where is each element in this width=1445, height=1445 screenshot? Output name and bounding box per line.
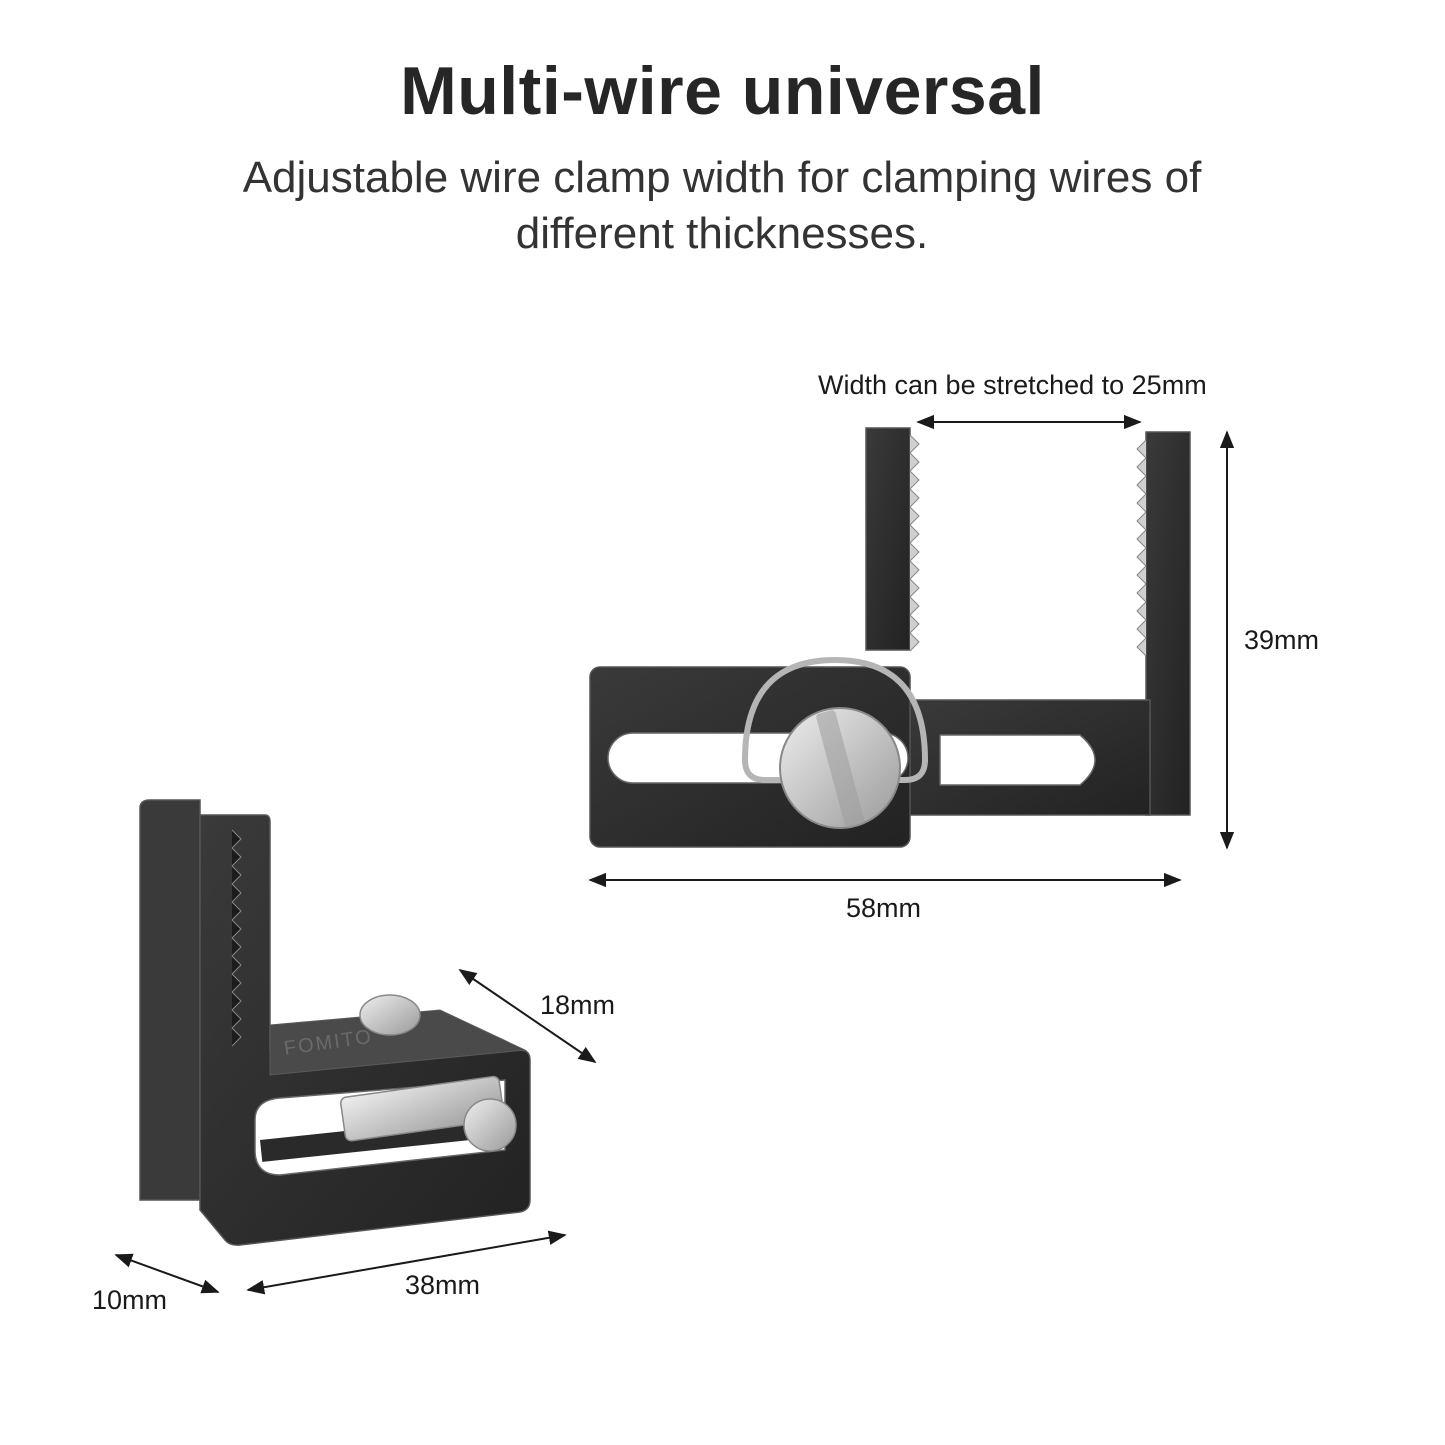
jaw-tooth [1136, 511, 1147, 531]
jaw-tooth [1136, 439, 1147, 459]
jaw-tooth [1136, 619, 1147, 639]
jaw-tooth [1136, 565, 1147, 585]
jaw-tooth [231, 991, 242, 1011]
jaw-tooth [909, 434, 920, 454]
jaw-tooth [909, 578, 920, 598]
length-bottom-label: 38mm [405, 1270, 481, 1300]
screw-head-back [359, 994, 421, 1036]
jaw-tooth [1136, 475, 1147, 495]
jaw-tooth [1136, 601, 1147, 621]
d-ring [741, 656, 929, 783]
jaw-tooth [231, 955, 242, 975]
right-jaw [1145, 431, 1191, 816]
jaw-tooth [909, 524, 920, 544]
jaw-tooth [909, 470, 920, 490]
jaw-teeth-right [1136, 439, 1147, 657]
jaw-tooth [231, 937, 242, 957]
screw-tip [463, 1098, 517, 1152]
jaw-tooth [231, 883, 242, 903]
jaw-tooth [909, 596, 920, 616]
clamp-front-view [589, 427, 1191, 848]
jaw-tooth [909, 560, 920, 580]
jaw-tooth [909, 452, 920, 472]
jaw-tooth [231, 1027, 242, 1047]
jaw-tooth [909, 488, 920, 508]
page-title: Multi-wire universal [400, 53, 1045, 129]
jaw-teeth-perspective [231, 829, 242, 1047]
length-bottom-dimension-line [246, 1230, 567, 1295]
jaw-tooth [231, 847, 242, 867]
thickness-dimension-line [114, 1253, 220, 1294]
jaw-tooth [909, 506, 920, 526]
jaw-tooth [231, 829, 242, 849]
screw-shaft [340, 1075, 505, 1142]
depth-label: 18mm [540, 990, 616, 1020]
page-subtitle: Adjustable wire clamp width for clamping… [242, 153, 1202, 258]
jaw-teeth-left [909, 434, 920, 652]
jaw-tooth [1136, 493, 1147, 513]
height-label: 39mm [1244, 625, 1320, 655]
jaw-tooth [231, 901, 242, 921]
jaw-tooth [1136, 457, 1147, 477]
thickness-label: 10mm [92, 1285, 168, 1315]
jaw-tooth [909, 632, 920, 652]
jaw-tooth [231, 1009, 242, 1029]
jaw-tooth [231, 973, 242, 993]
jaw-tooth [1136, 583, 1147, 603]
jaw-tooth [909, 614, 920, 634]
clamp-perspective-view: FOMITO [139, 799, 531, 1246]
jaw-tooth [1136, 547, 1147, 567]
jaw-tooth [1136, 637, 1147, 657]
jaw-tooth [1136, 529, 1147, 549]
jaw-tooth [231, 865, 242, 885]
depth-dimension-line [458, 968, 597, 1064]
right-slot [939, 734, 1096, 786]
length-top-label: 58mm [846, 893, 922, 923]
jaw-tooth [909, 542, 920, 562]
stretch-width-label: Width can be stretched to 25mm [818, 370, 1207, 400]
back-plate [139, 799, 201, 1201]
left-jaw [865, 427, 911, 651]
jaw-tooth [231, 919, 242, 939]
